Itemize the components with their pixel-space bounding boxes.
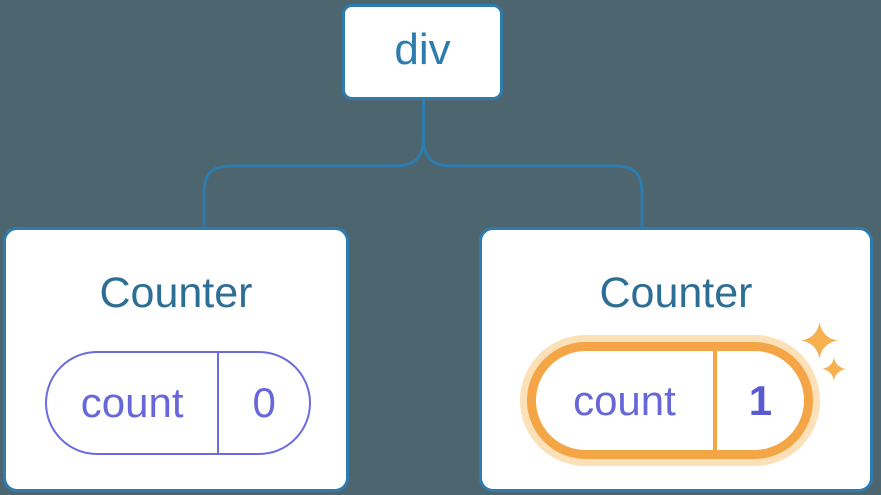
sparkles-icon [801, 322, 846, 381]
state-value: 1 [748, 376, 773, 424]
root-node-label: div [394, 25, 451, 74]
component-title: Counter [99, 269, 253, 317]
state-pill: count 0 [45, 351, 311, 455]
state-key-label: count [47, 353, 220, 453]
component-title: Counter [599, 269, 753, 317]
counter-card-left: Counter count 0 [3, 227, 349, 492]
counter-card-right: Counter count 1 [479, 227, 873, 492]
state-pill-highlighted: count 1 [527, 342, 813, 459]
state-value: 0 [252, 379, 276, 426]
state-key-label: count [536, 351, 717, 450]
root-node-div: div [342, 4, 503, 100]
